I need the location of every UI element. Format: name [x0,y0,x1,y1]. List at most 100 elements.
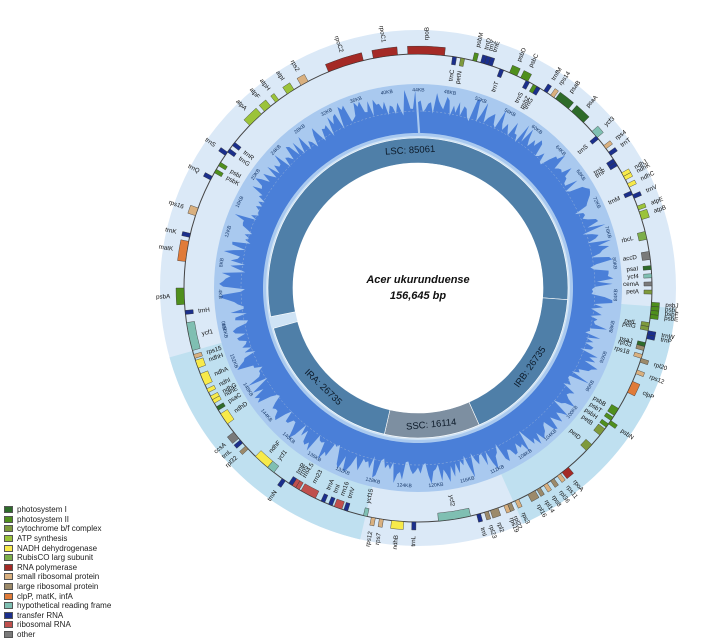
gene-label: ycf2 [447,495,456,508]
gene-label: rps18 [613,345,630,356]
gene-block [177,239,189,262]
gene-label: trnP [660,336,673,345]
gene-block [632,191,642,199]
legend-item: clpP, matK, infA [4,591,111,601]
gene-label: trnM [607,195,621,206]
legend-swatch [4,611,13,619]
kb-tick-label: 92KB [599,350,609,364]
gene-block [333,498,345,510]
gene-block [288,476,297,486]
genome-name: Acer ukurunduense [365,274,469,286]
legend-label: transfer RNA [17,610,64,620]
gene-block [484,510,492,521]
gene-block [239,445,249,455]
gene-label: accD [622,254,637,263]
gene-label: rpl33 [617,338,633,348]
gene-block [627,381,641,397]
gene-label: atpE [650,196,664,207]
gene-block [186,321,201,351]
gene-label: petL [624,317,638,326]
gene-block [514,498,523,509]
kb-tick-label: 76KB [603,226,612,240]
gene-block [277,478,286,488]
kb-tick-label: 84KB [613,288,619,301]
kb-tick-label: 44KB [412,87,425,93]
gene-block [369,517,376,527]
gene-label: rpoB [423,27,430,40]
gene-block [218,161,228,171]
kb-tick-label: 40KB [380,89,394,97]
kb-tick-label: 0KB [219,321,227,332]
gene-block [522,80,530,90]
legend-item: hypothetical reading frame [4,601,111,611]
kb-tick-label: 16KB [235,195,246,209]
gene-block [210,392,220,400]
kb-tick-label: 152KB [228,353,239,370]
gene-block [633,351,643,359]
gene-label: clpP [641,390,655,401]
gene-block [320,493,329,503]
gene-label: trnA [325,477,336,491]
gc-midline [240,110,596,466]
gene-block [363,507,370,517]
legend-swatch [4,554,13,562]
legend-item: photosystem I [4,505,111,515]
gene-block [646,334,656,341]
kb-tick-label: 88KB [608,319,616,333]
gene-block [640,251,651,261]
gene-label: rps12 [364,530,374,547]
gene-block [175,287,185,306]
gene-block [300,483,320,499]
gene-label: psaJ [619,335,633,345]
kb-tick-label: 96KB [585,379,597,393]
region-label: LSC: 85061 [385,144,436,158]
gene-block [220,409,235,425]
legend-item: RubisCO larg subunit [4,553,111,563]
gene-block [643,281,653,287]
gene-block [638,208,650,220]
gene-block [476,513,483,523]
gene-block [593,423,606,436]
gene-block [503,503,511,514]
gene-block [328,496,336,506]
gene-block [603,412,614,421]
kb-tick-label: 12KB [224,224,233,238]
kb-tick-label: 36KB [349,95,363,105]
legend-label: photosystem II [17,514,70,524]
gene-block [296,74,309,86]
gene-label: trnV [645,183,659,194]
gene-label: psbL [665,306,680,314]
gene-label: trnL [410,535,417,546]
gene-block [258,99,272,112]
gene-label: trnD [483,37,493,51]
gene-block [227,431,240,444]
gene-block [200,370,213,386]
legend-label: RNA polymerase [17,562,78,572]
kb-tick-label: 32KB [320,107,334,118]
gene-block [550,88,559,98]
gene-block [206,385,217,393]
legend-swatch [4,592,13,600]
gene-block [543,83,552,94]
gene-block [589,135,599,145]
gene-label: psbA [156,293,171,301]
gene-label: ycf4 [627,273,639,281]
legend-item: small ribosomal protein [4,572,111,582]
gene-label: atpI [274,70,286,83]
gene-block [193,351,203,359]
legend-label: other [17,630,36,639]
gene-block [643,289,653,295]
gene-block [561,466,574,479]
kb-tick-label: 132KB [334,466,351,478]
gene-label: psbM [475,32,485,48]
gene-block [377,518,384,528]
legend-swatch [4,544,13,552]
gene-label: petA [626,288,640,295]
gene-block [643,273,652,279]
gene-block [216,402,226,411]
gene-label: psbF [664,311,679,319]
gene-label: rbcL [621,235,635,245]
legend-label: hypothetical reading frame [17,601,112,611]
